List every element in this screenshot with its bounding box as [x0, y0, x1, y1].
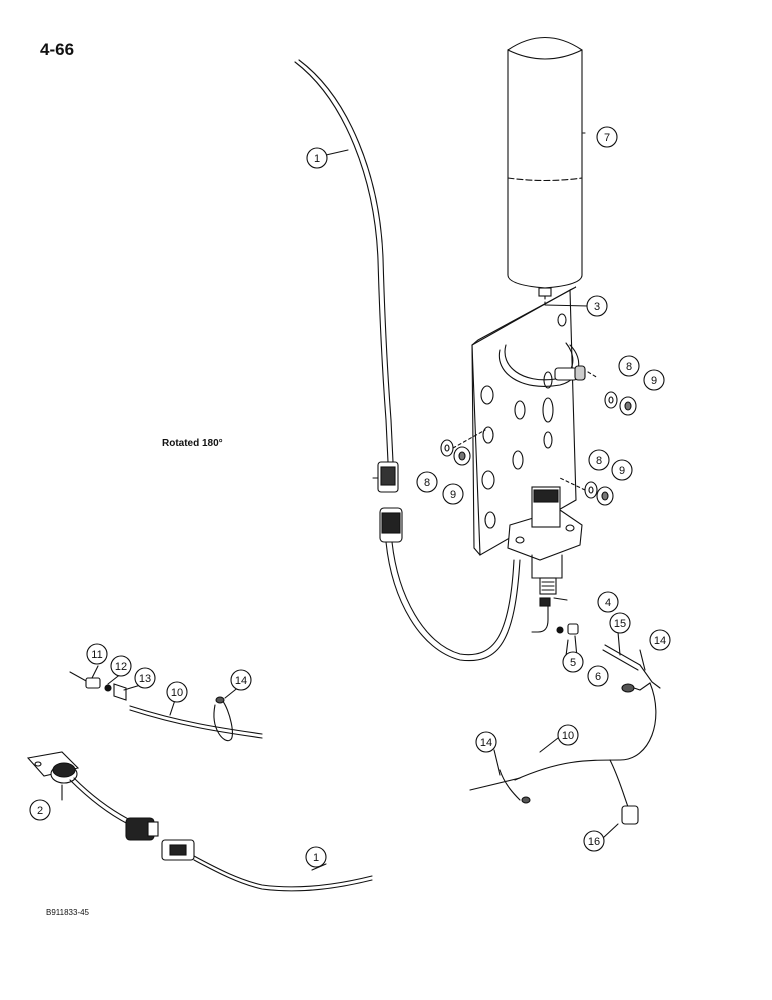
callout-10-right: 10 [562, 730, 574, 742]
callout-16: 16 [588, 836, 600, 848]
callout-3: 3 [594, 301, 600, 313]
washers-nuts [440, 391, 637, 506]
callout-4: 4 [605, 597, 611, 609]
sensor-wire-bottom [26, 751, 373, 892]
callout-9-left: 9 [450, 489, 456, 501]
callout-13: 13 [139, 673, 151, 685]
temperature-probe [469, 644, 661, 825]
callout-8-upper: 8 [626, 361, 632, 373]
sensor-assembly-left [69, 671, 263, 742]
callout-11: 11 [91, 649, 102, 661]
callout-numbers: 1 7 3 4 5 6 8 9 8 9 8 9 10 10 11 12 13 1… [37, 132, 666, 864]
elbow-fitting [531, 597, 579, 635]
callout-circles [29, 126, 671, 868]
callout-14-left: 14 [235, 675, 247, 687]
pressure-switch [507, 486, 583, 595]
callout-1-bottom: 1 [313, 852, 319, 864]
callout-14-lower: 14 [480, 737, 492, 749]
sensor-wire-top [294, 59, 521, 662]
figure-id: B911833-45 [46, 908, 89, 917]
callout-9-upper: 9 [651, 375, 657, 387]
callout-2: 2 [37, 805, 43, 817]
callout-10-left: 10 [171, 687, 183, 699]
callout-8-left: 8 [424, 477, 430, 489]
hose-clamp [498, 342, 599, 387]
callout-15: 15 [614, 618, 626, 630]
callout-5: 5 [570, 657, 576, 669]
callout-7: 7 [604, 132, 610, 144]
page-number: 4-66 [40, 40, 75, 59]
callout-14-right: 14 [654, 635, 666, 647]
callout-9-right: 9 [619, 465, 625, 477]
callout-8-right: 8 [596, 455, 602, 467]
rotation-note: Rotated 180° [162, 438, 223, 449]
callout-12: 12 [115, 661, 127, 673]
callout-6: 6 [595, 671, 601, 683]
callout-1-top: 1 [314, 153, 320, 165]
